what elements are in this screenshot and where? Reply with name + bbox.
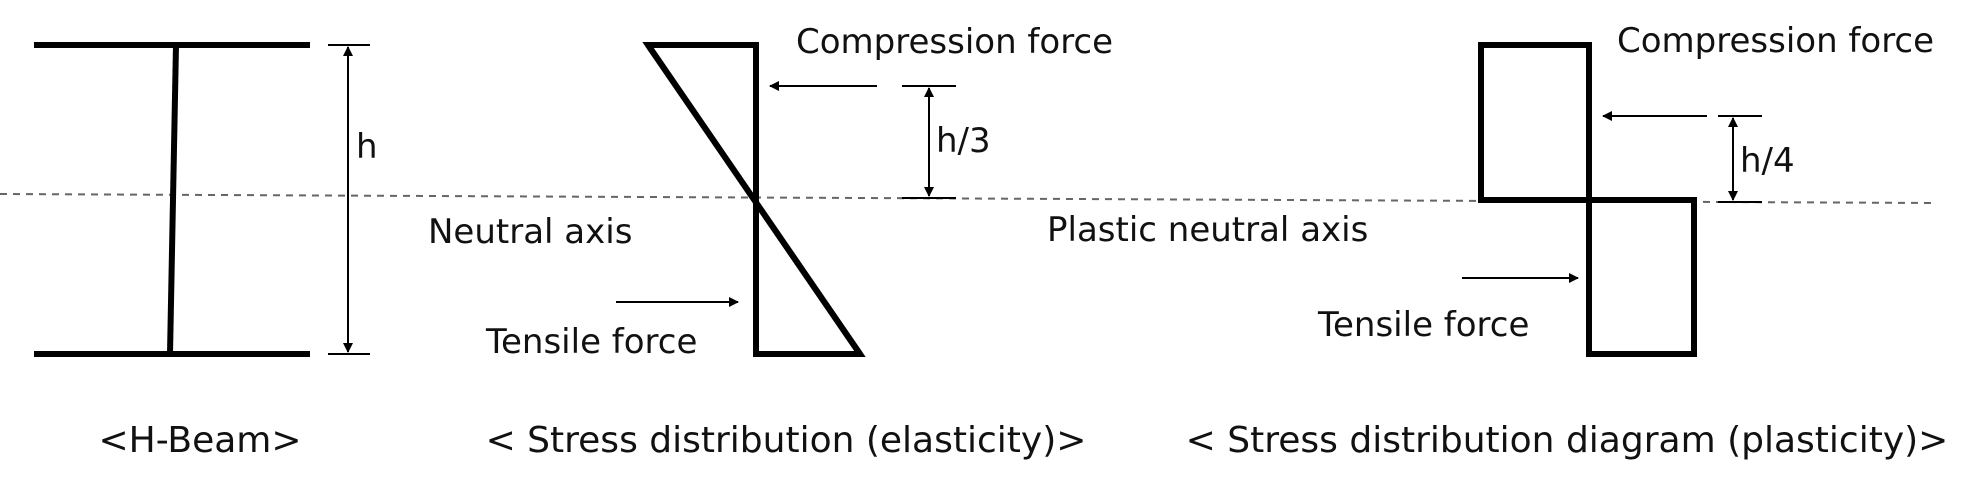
elastic-caption: < Stress distribution (elasticity)> bbox=[486, 420, 1087, 461]
plastic-tension-block bbox=[1586, 197, 1697, 357]
plastic-tension-label: Tensile force bbox=[1317, 305, 1529, 345]
elastic-compression-label: Compression force bbox=[796, 22, 1113, 62]
plastic-lever-label: h/4 bbox=[1740, 141, 1795, 181]
h-beam-section: h bbox=[34, 42, 378, 357]
plastic-stress-diagram bbox=[1478, 42, 1697, 357]
neutral-axis-label: Neutral axis bbox=[428, 212, 632, 252]
h-dimension-label: h bbox=[356, 127, 378, 167]
h-beam-web bbox=[167, 44, 179, 355]
plastic-compression-label: Compression force bbox=[1617, 21, 1934, 61]
h-beam-caption: <H-Beam> bbox=[98, 420, 301, 461]
elastic-stress-diagram bbox=[642, 42, 866, 357]
elastic-tension-label: Tensile force bbox=[485, 322, 697, 362]
plastic-caption: < Stress distribution diagram (plasticit… bbox=[1186, 420, 1949, 461]
elastic-stress-diagonal bbox=[645, 43, 863, 356]
plastic-compression-block bbox=[1478, 42, 1592, 203]
elastic-lever-label: h/3 bbox=[936, 121, 991, 161]
plastic-neutral-axis-label: Plastic neutral axis bbox=[1047, 210, 1368, 250]
